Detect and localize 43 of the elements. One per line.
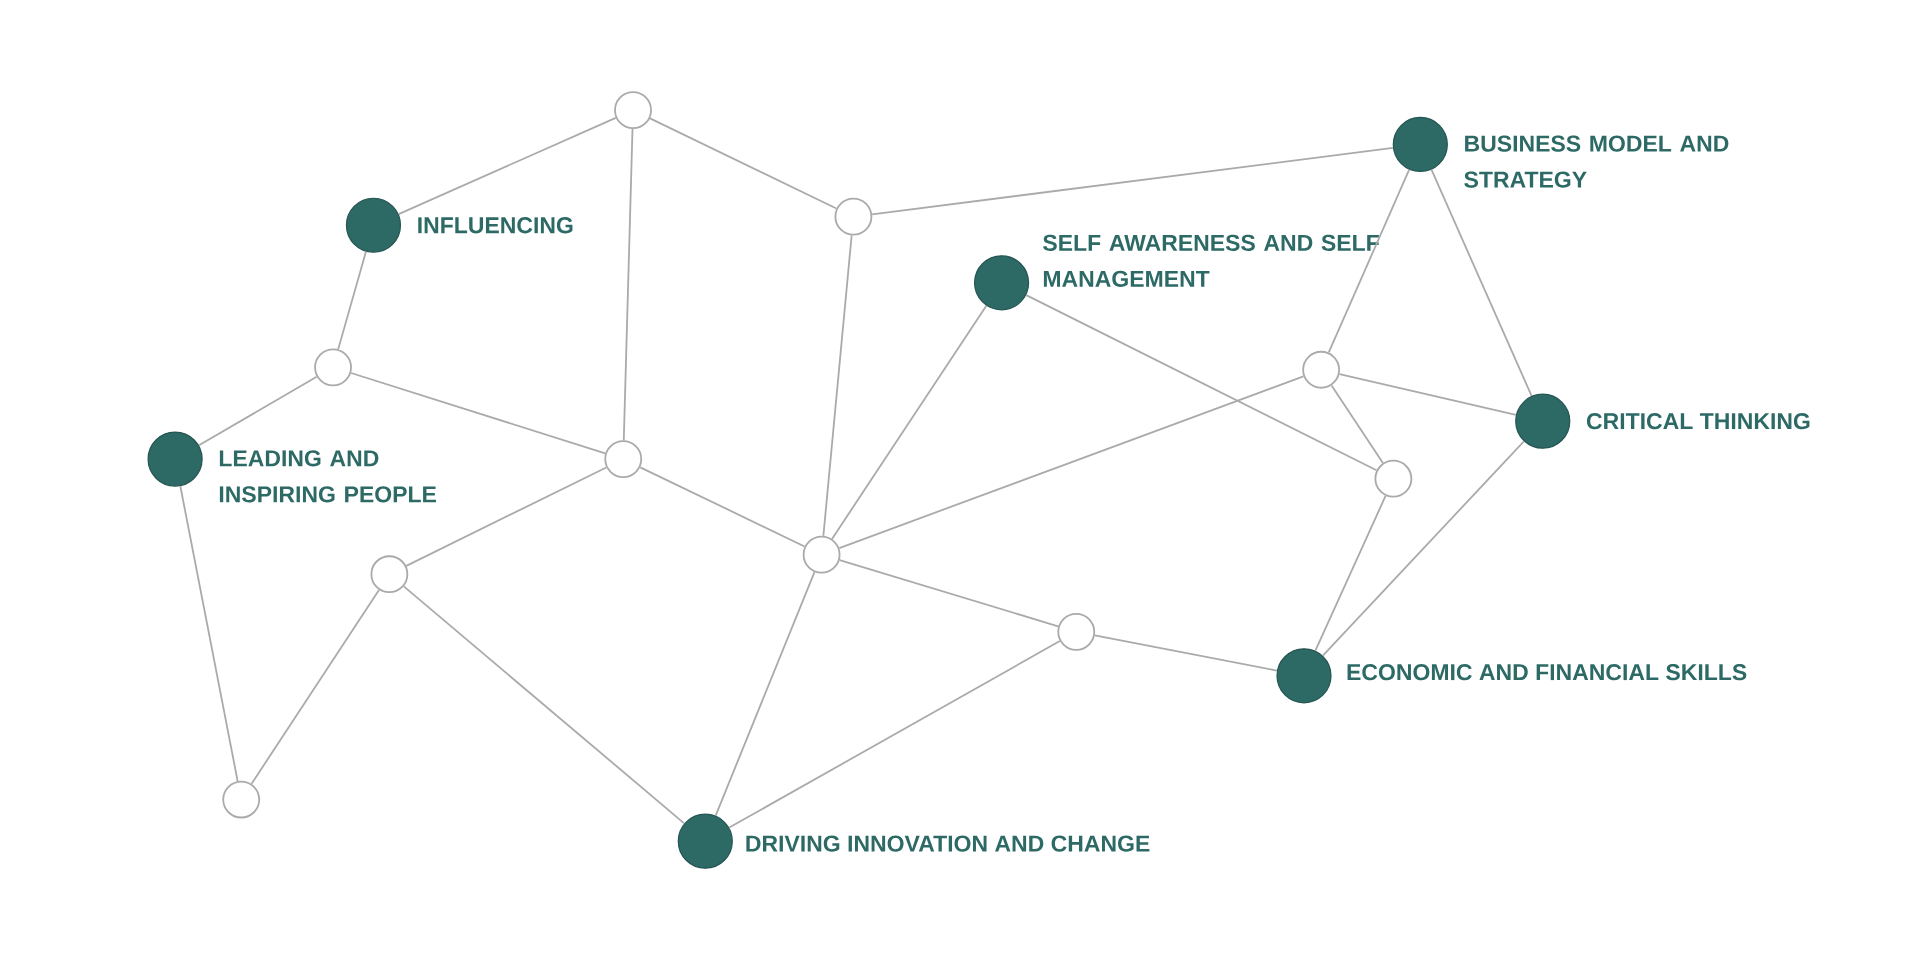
connector-line: [1330, 384, 1384, 464]
connector-line: [1327, 168, 1411, 354]
skill-label: BUSINESS MODEL AND STRATEGY: [1464, 135, 1729, 188]
connector-line: [838, 559, 1060, 628]
junction-circle: [222, 780, 261, 819]
skill-label: ECONOMIC AND FINANCIAL SKILLS: [1347, 664, 1747, 681]
connector-line: [649, 117, 838, 210]
connector-line: [1338, 373, 1517, 416]
connector-line: [871, 147, 1394, 216]
connector-line: [1430, 168, 1533, 397]
connector-line: [250, 589, 380, 785]
connector-line: [714, 571, 816, 817]
junction-circle: [604, 440, 643, 478]
connector-line: [622, 128, 634, 442]
connector-line: [405, 466, 608, 567]
skill-label: SELF AWARENESS AND SELF MANAGEMENT: [1043, 234, 1379, 287]
connector-line: [1321, 440, 1525, 657]
skill-label: DRIVING INNOVATION AND CHANGE: [746, 835, 1150, 852]
connector-line: [179, 485, 239, 782]
skill-label: CRITICAL THINKING: [1586, 413, 1810, 430]
junction-circle: [614, 91, 652, 130]
junction-circle: [802, 535, 841, 574]
junction-circle: [1057, 612, 1096, 651]
connector-line: [1093, 634, 1278, 672]
connector-line: [397, 116, 617, 215]
connector-line: [402, 585, 686, 825]
connector-line: [838, 375, 1305, 549]
connector-line: [1314, 495, 1387, 652]
junction-circle: [1374, 459, 1413, 498]
skill-label: INFLUENCING: [418, 217, 573, 234]
junction-circle: [834, 197, 873, 236]
junction-circle: [1302, 350, 1341, 389]
connector-line: [728, 640, 1061, 829]
junction-circle: [370, 555, 409, 594]
junction-circle: [314, 348, 352, 387]
connector-line: [1025, 294, 1378, 472]
connector-line: [337, 250, 367, 351]
connector-line: [822, 234, 853, 537]
connector-line: [639, 466, 806, 548]
connector-line: [350, 372, 607, 455]
connector-line: [198, 375, 318, 447]
connector-line: [831, 304, 988, 540]
skill-label: LEADING AND INSPIRING PEOPLE: [219, 450, 436, 503]
